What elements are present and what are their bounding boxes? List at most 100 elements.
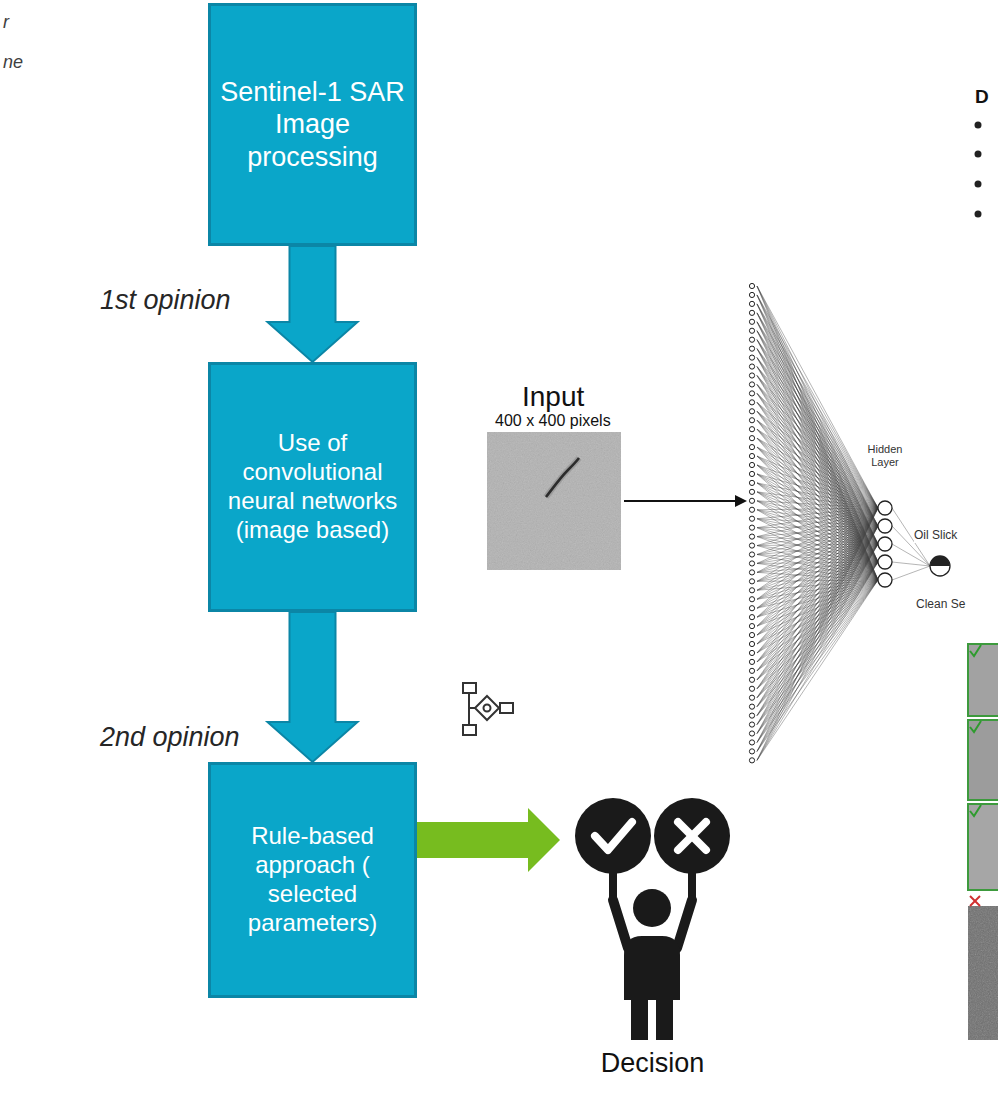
input-neuron — [749, 355, 754, 360]
network-weight — [757, 295, 878, 544]
input-neuron — [749, 480, 754, 485]
network-weight — [757, 508, 878, 617]
person-arm — [613, 900, 628, 948]
network-weight — [757, 492, 878, 526]
cross-mark — [970, 896, 980, 906]
network-weight — [892, 566, 930, 580]
network-weight — [757, 331, 878, 526]
input-neuron — [749, 695, 754, 700]
network-weight — [757, 508, 878, 751]
input-neuron — [749, 543, 754, 548]
network-weight — [757, 349, 878, 526]
bullet — [975, 211, 982, 218]
icon-box — [463, 683, 476, 693]
network-weight — [757, 304, 878, 544]
network-weight — [757, 508, 878, 760]
hidden-neuron — [878, 555, 892, 569]
input-neuron — [749, 588, 754, 593]
annotation-label: Clean Se — [916, 598, 965, 612]
input-arrow-head — [735, 495, 747, 507]
neural-network-illustration — [749, 283, 950, 763]
input-neuron — [749, 740, 754, 745]
input-neuron — [749, 507, 754, 512]
network-weight — [757, 331, 878, 508]
sar-image — [487, 432, 621, 570]
network-weight — [757, 429, 878, 526]
decision-person-icon — [575, 798, 730, 1040]
network-weight — [757, 544, 878, 751]
node-text: Use of convolutional neural networks (im… — [216, 429, 409, 544]
network-weight — [757, 376, 878, 527]
input-neuron — [749, 471, 754, 476]
network-weight — [757, 508, 878, 519]
network-weight — [757, 331, 878, 544]
network-weight — [757, 580, 878, 760]
input-neuron — [749, 489, 754, 494]
hidden-neuron — [878, 573, 892, 587]
bullet — [975, 151, 982, 158]
input-neuron — [749, 668, 754, 673]
input-neuron — [749, 632, 754, 637]
network-weight — [757, 544, 878, 760]
thumbnail-grain — [968, 906, 998, 1040]
network-weight — [892, 544, 930, 566]
input-neuron — [749, 579, 754, 584]
input-neuron — [749, 659, 754, 664]
input-neuron — [749, 552, 754, 557]
icon-gear — [484, 705, 491, 712]
input-neuron — [749, 391, 754, 396]
input-neuron — [749, 516, 754, 521]
person-body — [624, 936, 680, 1000]
process-box: Rule-based approach ( selected parameter… — [208, 762, 417, 998]
network-weight — [757, 304, 878, 526]
network-weight — [757, 508, 878, 680]
thumbnail — [968, 804, 998, 890]
network-weight — [757, 508, 878, 653]
annotation-label: 400 x 400 pixels — [495, 412, 611, 430]
network-weight — [757, 508, 878, 742]
person-head — [633, 889, 671, 927]
hidden-neuron — [878, 519, 892, 533]
input-neuron — [749, 283, 754, 288]
network-weight — [757, 295, 878, 508]
network-weight — [757, 358, 878, 544]
thumbnail — [968, 644, 998, 716]
input-neuron — [749, 310, 754, 315]
input-neuron — [749, 418, 754, 423]
approve-sign — [575, 798, 651, 874]
network-weight — [757, 358, 878, 508]
input-neuron — [749, 301, 754, 306]
input-neuron — [749, 534, 754, 539]
input-neuron — [749, 453, 754, 458]
input-neuron — [749, 462, 754, 467]
network-weight — [757, 349, 878, 544]
output-neuron-fill — [930, 556, 950, 566]
annotation-label: Oil Slick — [914, 529, 957, 543]
example-thumbnails — [968, 644, 998, 1040]
input-neuron — [749, 650, 754, 655]
network-weight — [757, 447, 878, 526]
input-neuron — [749, 686, 754, 691]
input-neuron — [749, 364, 754, 369]
decision-figure: Decision — [560, 795, 745, 1085]
network-weight — [757, 526, 878, 751]
thumbnail — [968, 906, 998, 1040]
input-neuron — [749, 319, 754, 324]
input-neuron — [749, 498, 754, 503]
network-weight — [757, 465, 878, 508]
network-weight — [757, 322, 878, 508]
network-weight — [757, 393, 878, 508]
input-neuron — [749, 436, 754, 441]
thumbnail — [968, 720, 998, 800]
network-weight — [757, 447, 878, 508]
hidden-neuron — [878, 501, 892, 515]
network-weight — [757, 340, 878, 526]
check-mark — [970, 645, 981, 656]
icon-diamond — [475, 696, 499, 720]
network-weight — [757, 313, 878, 526]
input-neuron — [749, 606, 754, 611]
input-neuron — [749, 758, 754, 763]
bullet-list — [975, 122, 982, 218]
oil-slick-streak — [546, 458, 579, 497]
